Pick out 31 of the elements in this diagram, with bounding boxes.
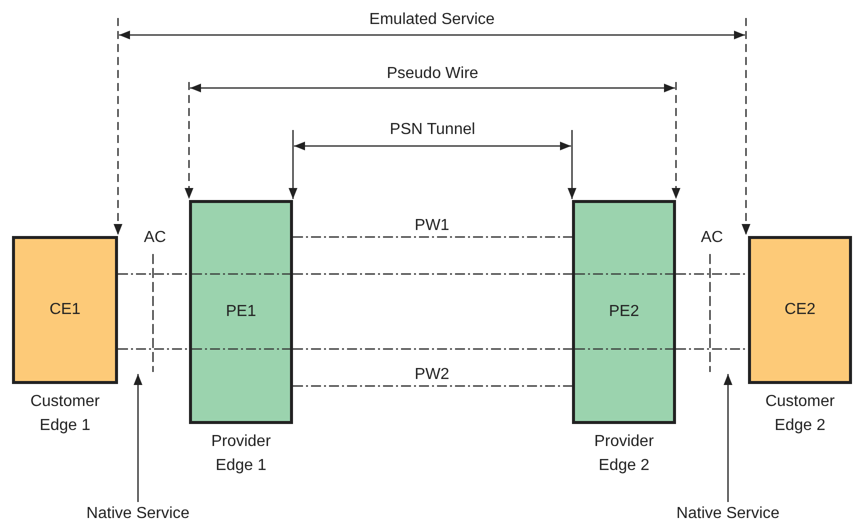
arrow: [672, 82, 680, 199]
connection-line: [293, 273, 572, 275]
connection-line: [118, 348, 189, 350]
arrow: [742, 18, 750, 235]
provider-edge-box: PE1: [189, 200, 293, 424]
arrow: [724, 374, 732, 502]
connection-line: [118, 273, 189, 275]
caption-text: Provider Edge 2: [593, 432, 655, 476]
arrow: [114, 18, 122, 235]
caption-text: Customer Edge 2: [764, 392, 836, 436]
span-label: PSN Tunnel: [388, 120, 476, 140]
ac-label: AC: [700, 228, 724, 248]
connection-line: [676, 273, 748, 275]
arrow: [184, 82, 194, 199]
arrow: [134, 374, 142, 502]
connection-line: [293, 236, 572, 238]
ac-label: AC: [142, 228, 168, 248]
connection-line: [293, 348, 572, 350]
arrow: [288, 130, 298, 199]
caption-text: Provider Edge 1: [210, 432, 272, 476]
connection-line: [676, 348, 748, 350]
connection-line: [293, 385, 572, 387]
customer-edge-box: CE1: [12, 236, 118, 384]
caption-text: Customer Edge 1: [29, 392, 101, 436]
label-text: Native Service: [63, 504, 213, 522]
customer-edge-box: CE2: [748, 236, 852, 384]
label-text: Native Service: [653, 504, 803, 522]
arrow: [568, 130, 576, 199]
provider-edge-box: PE2: [572, 200, 676, 424]
span-label: Emulated Service: [368, 10, 496, 30]
span-label: Pseudo Wire: [386, 64, 480, 84]
